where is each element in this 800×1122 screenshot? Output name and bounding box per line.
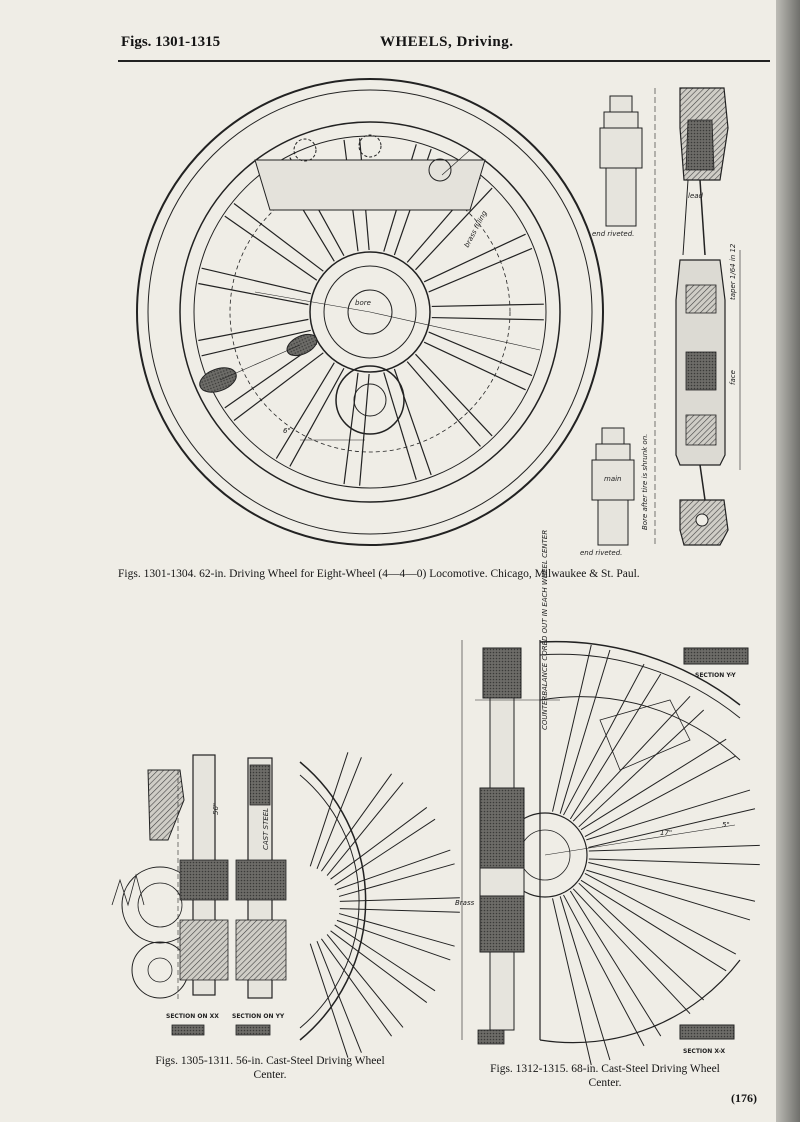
wheel-center-56in xyxy=(111,752,460,1058)
caption-fig-1301-1304: Figs. 1301-1304. 62-in. Driving Wheel fo… xyxy=(118,568,640,580)
crank-pin-upper xyxy=(599,95,643,227)
figure-range-header: Figs. 1301-1315 xyxy=(121,34,221,50)
section-x-x-label: SECTION X-X xyxy=(683,1048,725,1055)
counterbalance-label: COUNTERBALANCE CORED OUT IN EACH WHEEL C… xyxy=(541,530,549,730)
book-page: Figs. 1301-1315 WHEELS, Driving. xyxy=(0,0,776,1122)
end-riveted-label-1: end riveted. xyxy=(592,230,634,238)
lead-label: lead xyxy=(688,192,704,200)
caption-fig-1312-1315: Figs. 1312-1315. 68-in. Cast-Steel Drivi… xyxy=(490,1063,720,1089)
wheel-center-68in xyxy=(461,640,760,1066)
face-label: face xyxy=(729,370,737,385)
brass-label: Brass xyxy=(455,899,475,907)
section-yy-label: SECTION ON YY xyxy=(232,1013,285,1020)
dim-17-label: 17" xyxy=(660,829,672,837)
cast-steel-label: CAST STEEL xyxy=(262,808,270,850)
bore-label: bore xyxy=(355,299,371,307)
crank-pin-lower xyxy=(591,427,635,546)
section-title-header: WHEELS, Driving. xyxy=(380,34,514,50)
main-label: main xyxy=(604,475,622,483)
section-y-y-label: SECTION Y-Y xyxy=(695,672,736,679)
book-spine-shadow xyxy=(776,0,800,1122)
end-riveted-label-2: end riveted. xyxy=(580,549,622,557)
wheel-cross-section xyxy=(654,87,741,546)
dim-56-label: 56" xyxy=(212,803,220,815)
bore-after-tire-label: Bore after tire is shrunk on. xyxy=(641,434,649,530)
engineering-drawings: brass filling bore 6" lead taper 1/64 in… xyxy=(111,78,760,1066)
dim-6-label: 6" xyxy=(283,427,291,435)
taper-label: taper 1/64 in 12 xyxy=(729,243,737,300)
header-rule xyxy=(118,60,770,62)
page-number: (176) xyxy=(731,1091,757,1105)
caption-fig-1305-1311: Figs. 1305-1311. 56-in. Cast-Steel Drivi… xyxy=(155,1055,385,1081)
driving-wheel-62in xyxy=(136,78,604,546)
section-xx-label: SECTION ON XX xyxy=(166,1013,219,1020)
dim-5-label: 5" xyxy=(722,821,730,829)
